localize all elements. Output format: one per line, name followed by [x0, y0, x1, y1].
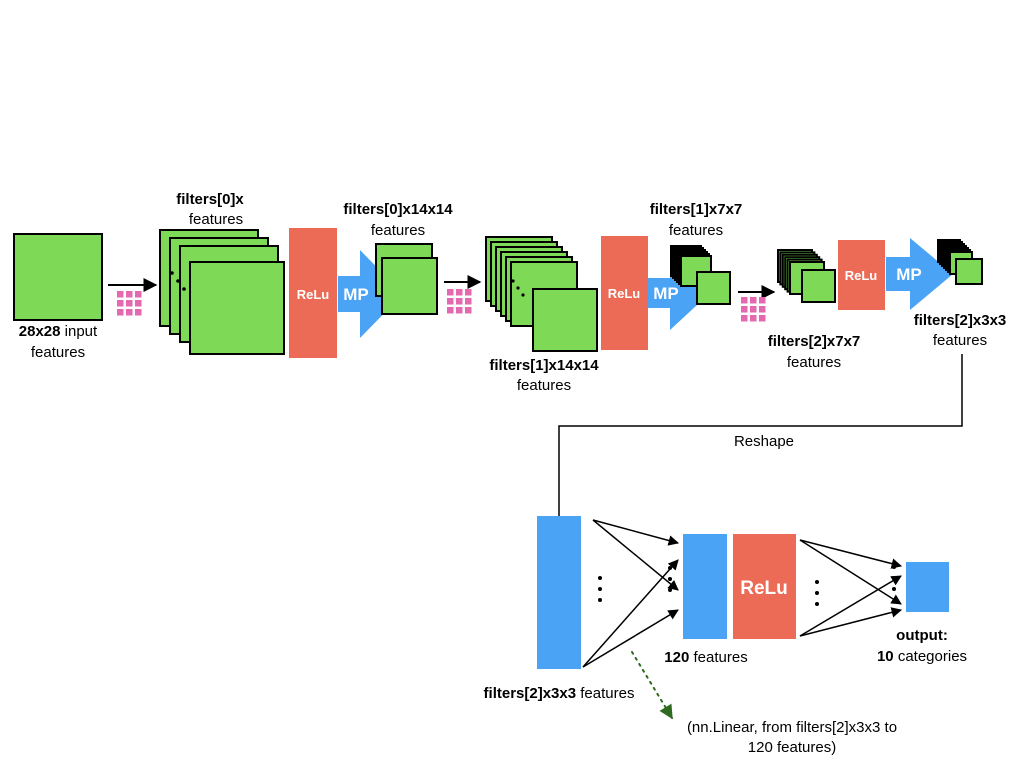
kernel-cell	[126, 300, 133, 307]
linear-annotation-arrow	[631, 651, 673, 720]
fc-output-label: output:	[896, 627, 948, 644]
kernel-cell	[447, 289, 454, 296]
linear-annotation-line2: 120 features)	[748, 739, 836, 756]
reshape-connector	[558, 354, 963, 516]
conv-kernel-icon-1	[117, 291, 142, 316]
relu-block-1	[289, 228, 337, 358]
fc-output-vector	[906, 562, 949, 612]
conv1-label-line2: features	[189, 211, 243, 228]
kernel-cell	[117, 300, 124, 307]
pool2-label-line2: features	[669, 222, 723, 239]
pool3-front-map	[955, 258, 983, 285]
fc2-connections	[799, 539, 903, 637]
kernel-cell	[447, 298, 454, 305]
kernel-cell	[465, 307, 472, 314]
reshape-label: Reshape	[734, 433, 794, 450]
conv1-label: filters[0]x	[176, 191, 244, 208]
pool1-label: filters[0]x14x14	[343, 201, 453, 218]
fc-output-label-line2: 10 categories	[877, 648, 967, 665]
conv2-label: filters[1]x14x14	[489, 357, 599, 374]
maxpool-label-2: MP	[653, 284, 679, 303]
conv2-feature-stack	[485, 236, 598, 352]
fc1-ellipsis	[598, 566, 672, 602]
kernel-cell	[447, 307, 454, 314]
maxpool-arrow-2	[648, 256, 710, 330]
kernel-cell	[117, 309, 124, 316]
kernel-cell	[741, 306, 748, 313]
maxpool-label-1: MP	[343, 285, 369, 304]
kernel-cell	[456, 307, 463, 314]
maxpool-label-3: MP	[896, 265, 922, 284]
conv-kernel-icon-2	[447, 289, 472, 314]
conv3-front-map	[801, 269, 836, 303]
kernel-cell	[117, 291, 124, 298]
kernel-cell	[456, 289, 463, 296]
kernel-cell	[750, 297, 757, 304]
maxpool-arrow-3	[886, 238, 953, 310]
kernel-cell	[741, 297, 748, 304]
relu-label-2: ReLu	[608, 286, 641, 301]
pool2-label: filters[1]x7x7	[650, 201, 743, 218]
fc1-connections	[582, 519, 680, 668]
input-label-line2: features	[31, 344, 85, 361]
relu-block-2	[601, 236, 648, 350]
fc-hidden-vector	[683, 534, 727, 639]
kernel-cell	[465, 289, 472, 296]
relu-label-3: ReLu	[845, 268, 878, 283]
kernel-cell	[135, 291, 142, 298]
input-label: 28x28 input	[19, 323, 98, 340]
fc-input-vector	[537, 516, 581, 669]
relu-label-1: ReLu	[297, 287, 330, 302]
pool1-label-line2: features	[371, 222, 425, 239]
conv1-feature-stack	[159, 229, 285, 355]
kernel-cell	[126, 291, 133, 298]
kernel-cell	[759, 306, 766, 313]
maxpool-arrow-1	[338, 250, 403, 338]
fc-input-label: filters[2]x3x3 features	[484, 685, 635, 702]
kernel-cell	[759, 315, 766, 322]
linear-annotation-line1: (nn.Linear, from filters[2]x3x3 to	[687, 719, 897, 736]
pool3-label: filters[2]x3x3	[914, 312, 1007, 329]
kernel-cell	[750, 306, 757, 313]
fc-hidden-label: 120 features	[664, 649, 747, 666]
kernel-cell	[759, 297, 766, 304]
pool1-feature-stack	[375, 243, 438, 315]
fc2-ellipsis	[815, 565, 896, 606]
kernel-cell	[741, 315, 748, 322]
fc-relu-block	[733, 534, 796, 639]
input-feature-map	[13, 233, 103, 321]
conv-kernel-icon-3	[741, 297, 766, 322]
conv2-label-line2: features	[517, 377, 571, 394]
kernel-cell	[750, 315, 757, 322]
pool3-label-line2: features	[933, 332, 987, 349]
kernel-cell	[126, 309, 133, 316]
kernel-cell	[135, 300, 142, 307]
fc-relu-label: ReLu	[740, 578, 788, 599]
conv3-label: filters[2]x7x7	[768, 333, 861, 350]
pool2-front-map	[696, 271, 731, 305]
kernel-cell	[465, 298, 472, 305]
kernel-cell	[135, 309, 142, 316]
conv3-label-line2: features	[787, 354, 841, 371]
kernel-cell	[456, 298, 463, 305]
relu-block-3	[838, 240, 885, 310]
